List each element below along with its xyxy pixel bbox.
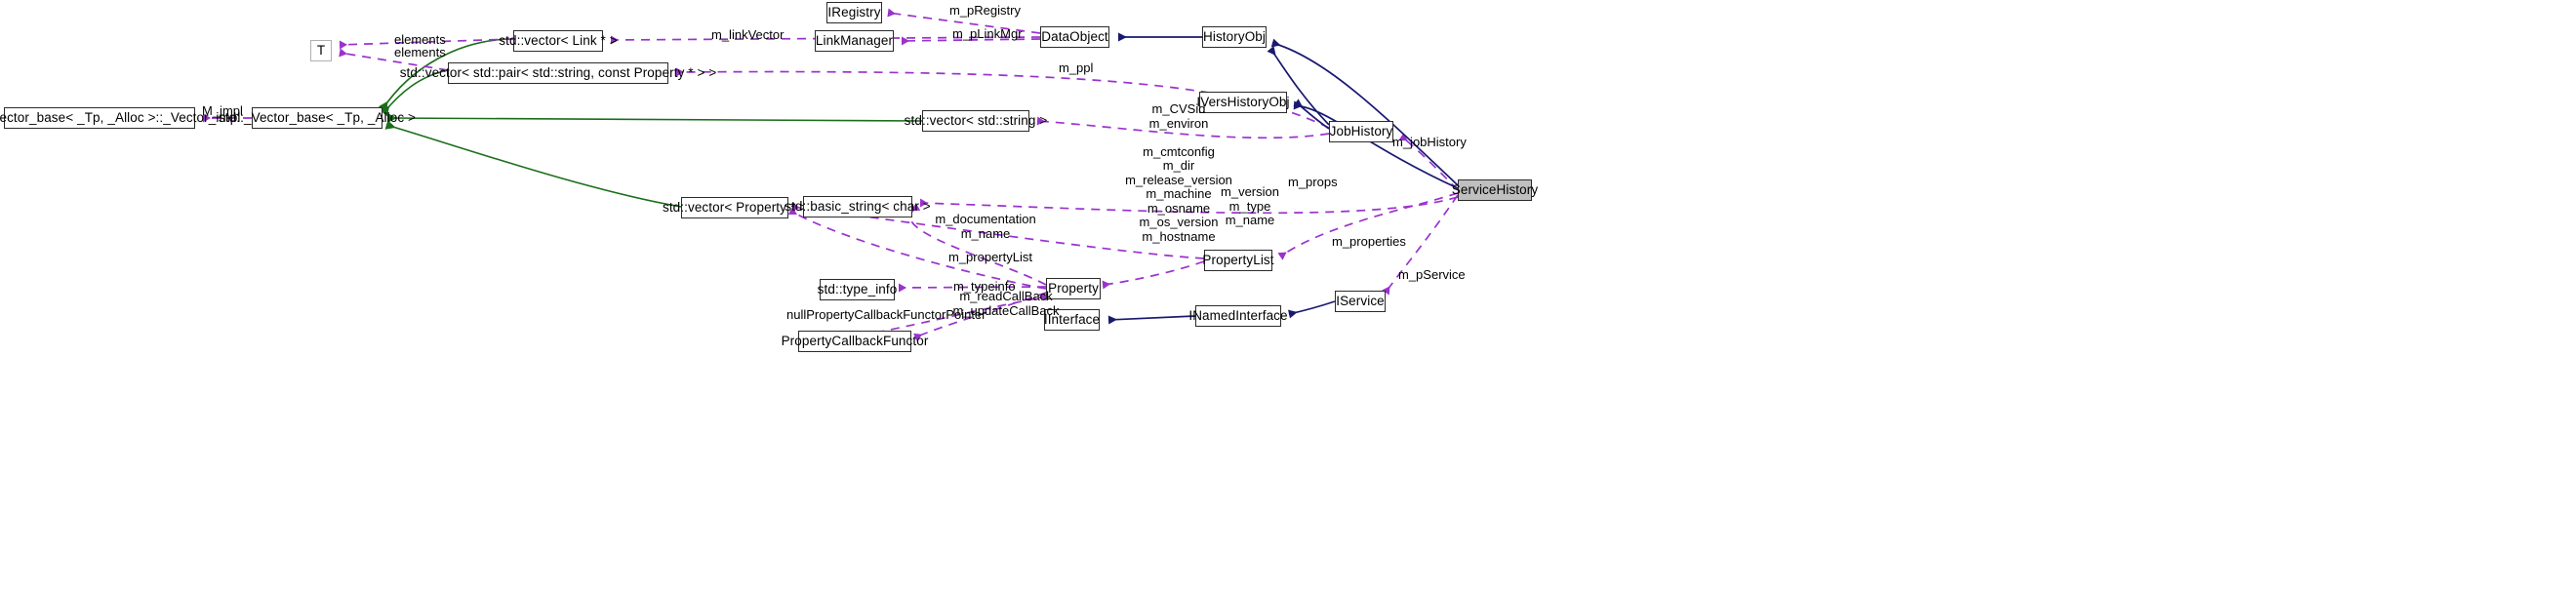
node-dataobject[interactable]: DataObject [1040, 26, 1109, 48]
node-std-vector-base[interactable]: std::_Vector_base< _Tp, _Alloc > [219, 107, 416, 129]
edge-label-m-properties: m_properties [1332, 234, 1406, 249]
node-property[interactable]: Property [1046, 278, 1101, 299]
edge-label-m-linkvector: m_linkVector [711, 27, 785, 42]
node-std-vector-string[interactable]: std::vector< std::string > [905, 110, 1047, 132]
node-std-vector-pair-string-property[interactable]: std::vector< std::pair< std::string, con… [400, 62, 716, 84]
node-jobhistory[interactable]: JobHistory [1329, 121, 1393, 142]
edge-label-m-pservice: m_pService [1398, 267, 1466, 282]
edge-label-m-typeinfo: m_typeinfo [953, 279, 1016, 294]
edge-label-m-impl: M_impl [202, 103, 243, 118]
node-std-type-info[interactable]: std::type_info [818, 279, 897, 300]
node-inamedinterface[interactable]: INamedInterface [1188, 305, 1288, 327]
edge-label-elements-1: elements [394, 32, 446, 47]
node-std-vector-base-vector-impl[interactable]: std::_Vector_base< _Tp, _Alloc >::_Vecto… [0, 107, 240, 129]
node-iregistry[interactable]: IRegistry [826, 2, 882, 23]
edge-label-null-callback-functor-pointer: nullPropertyCallbackFunctorPointer [786, 307, 986, 322]
edge-label-m-ppl: m_ppl [1059, 60, 1094, 75]
edge-label-callbacks: m_readCallBack m_updateCallBack [952, 289, 1060, 318]
node-std-basic-string-char[interactable]: std::basic_string< char > [785, 196, 931, 217]
node-std-vector-property[interactable]: std::vector< Property * > [663, 197, 807, 218]
node-std-vector-link[interactable]: std::vector< Link * > [499, 30, 618, 52]
edge-label-m-jobhistory: m_jobHistory [1392, 135, 1467, 149]
node-iservice[interactable]: IService [1335, 291, 1386, 312]
node-historyobj[interactable]: HistoryObj [1202, 26, 1267, 48]
edge-label-elements-2: elements [394, 45, 446, 59]
node-t[interactable]: T [310, 40, 332, 61]
edge-label-documentation-name: m_documentation m_name [935, 212, 1036, 241]
node-linkmanager[interactable]: LinkManager [815, 30, 894, 52]
edge-label-m-plinkmgr: m_pLinkMgr [952, 26, 1023, 41]
edge-label-version-type-name: m_version m_type m_name [1221, 184, 1279, 227]
node-servicehistory[interactable]: ServiceHistory [1452, 179, 1538, 201]
node-ivershistoryobj[interactable]: IVersHistoryObj [1196, 92, 1290, 113]
edge-label-jobhistory-members: m_CVSid m_environ m_cmtconfig m_dir m_re… [1125, 101, 1232, 244]
node-propertylist[interactable]: PropertyList [1202, 250, 1274, 271]
edge-label-m-propertylist-1: m_propertyList [948, 250, 1032, 264]
node-property-callback-functor[interactable]: PropertyCallbackFunctor [782, 331, 928, 352]
node-iinterface[interactable]: IInterface [1044, 309, 1100, 331]
edge-label-m-props: m_props [1288, 175, 1338, 189]
edge-label-m-pregistry: m_pRegistry [949, 3, 1021, 18]
